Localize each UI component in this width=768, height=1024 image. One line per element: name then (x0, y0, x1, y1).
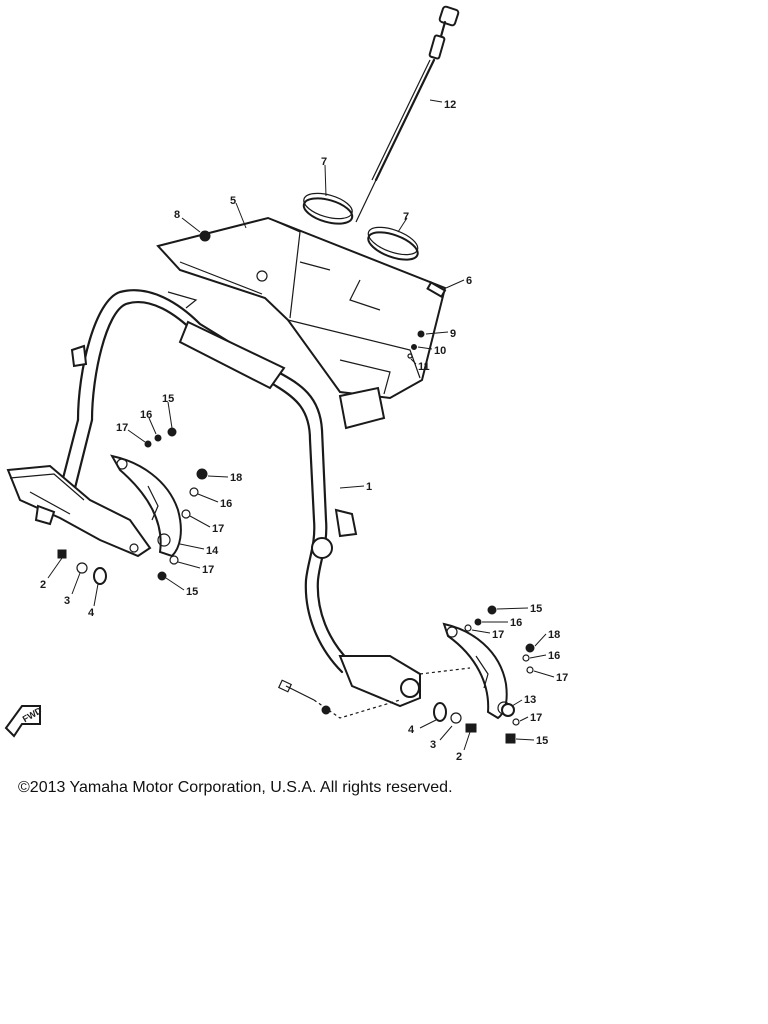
callout-4-right: 4 (408, 724, 415, 736)
callout-11: 11 (418, 361, 430, 373)
callout-15-b: 15 (186, 586, 198, 598)
part-5-panel (156, 216, 447, 430)
callout-1: 1 (366, 481, 372, 493)
callout-8: 8 (174, 209, 180, 221)
callout-3-right: 3 (430, 739, 436, 751)
callout-6: 6 (466, 275, 472, 287)
part-7-gauges (302, 192, 419, 261)
callout-17-b: 17 (212, 523, 224, 535)
callout-18-right: 18 (548, 629, 560, 641)
parts-diagram: 12 7 7 8 5 6 9 10 11 1 17 16 15 18 16 17… (4, 5, 568, 763)
callout-15-a: 15 (162, 393, 174, 405)
callout-15-c: 15 (530, 603, 542, 615)
callout-17-c: 17 (202, 564, 214, 576)
callout-3-left: 3 (64, 595, 70, 607)
callout-7-left: 7 (321, 156, 327, 168)
callout-16-a: 16 (140, 409, 152, 421)
hardware (57, 230, 535, 744)
callout-17-a: 17 (116, 422, 128, 434)
callout-4-left: 4 (88, 607, 95, 619)
copyright-text: ©2013 Yamaha Motor Corporation, U.S.A. A… (18, 779, 453, 796)
callout-2-right: 2 (456, 751, 462, 763)
callout-numbers: 12 7 7 8 5 6 9 10 11 1 17 16 15 18 16 17… (40, 99, 568, 763)
callout-16-d: 16 (548, 650, 560, 662)
callout-13: 13 (524, 694, 536, 706)
left-mount-bracket (6, 454, 182, 558)
callout-14: 14 (206, 545, 219, 557)
callout-12: 12 (444, 99, 456, 111)
callout-9: 9 (450, 328, 456, 340)
callout-5: 5 (230, 195, 236, 207)
callout-15-d: 15 (536, 735, 548, 747)
callout-10: 10 (434, 345, 446, 357)
callout-2-left: 2 (40, 579, 46, 591)
fwd-arrow: FWD (4, 705, 44, 738)
part-12-cable (355, 5, 460, 223)
callout-16-b: 16 (220, 498, 232, 510)
callout-17-e: 17 (556, 672, 568, 684)
leader-lines (47, 99, 555, 751)
callout-17-d: 17 (492, 629, 504, 641)
callout-16-c: 16 (510, 617, 522, 629)
callout-18-left: 18 (230, 472, 242, 484)
callout-7-right: 7 (403, 211, 409, 223)
right-mount-bracket (277, 622, 511, 720)
callout-17-f: 17 (530, 712, 542, 724)
